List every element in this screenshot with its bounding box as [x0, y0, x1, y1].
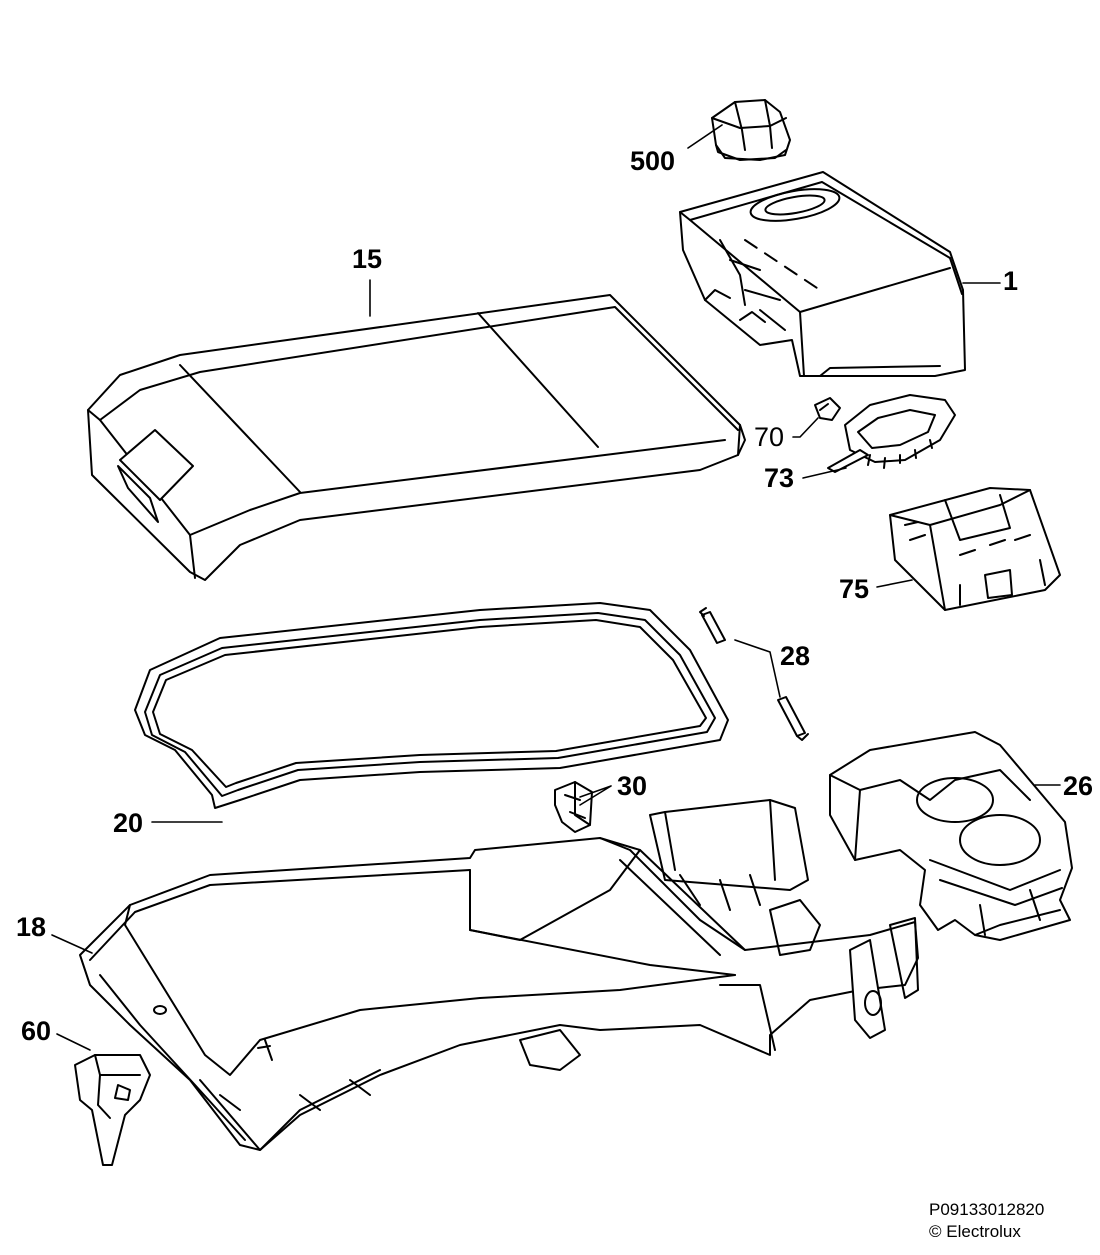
callout-30: 30 [617, 771, 648, 801]
callout-18: 18 [16, 912, 47, 942]
part-1-housing [679, 171, 966, 377]
callout-1: 1 [1003, 266, 1019, 296]
part-500-cap [711, 99, 791, 161]
callout-70: 70 [754, 422, 785, 452]
callout-60: 60 [21, 1016, 52, 1046]
copyright-notice: © Electrolux [929, 1222, 1021, 1241]
callout-15: 15 [352, 244, 383, 274]
leader-lines [51, 124, 1061, 1051]
part-20-gasket [134, 602, 729, 809]
callout-26: 26 [1063, 771, 1094, 801]
part-75-box [889, 487, 1061, 611]
part-28-pins [699, 607, 809, 741]
part-15-lid [87, 294, 746, 581]
part-30-bracket [554, 781, 593, 833]
drawing-code: P09133012820 [929, 1200, 1045, 1219]
part-18-tray [79, 799, 919, 1151]
callout-20: 20 [113, 808, 144, 838]
part-70-clip [814, 397, 841, 421]
part-26-rear-block [829, 731, 1073, 941]
callout-73: 73 [764, 463, 795, 493]
part-73-nozzle [827, 394, 956, 473]
callout-28: 28 [780, 641, 811, 671]
part-60-clip [74, 1054, 151, 1166]
callout-75: 75 [839, 574, 870, 604]
callout-500: 500 [630, 146, 676, 176]
